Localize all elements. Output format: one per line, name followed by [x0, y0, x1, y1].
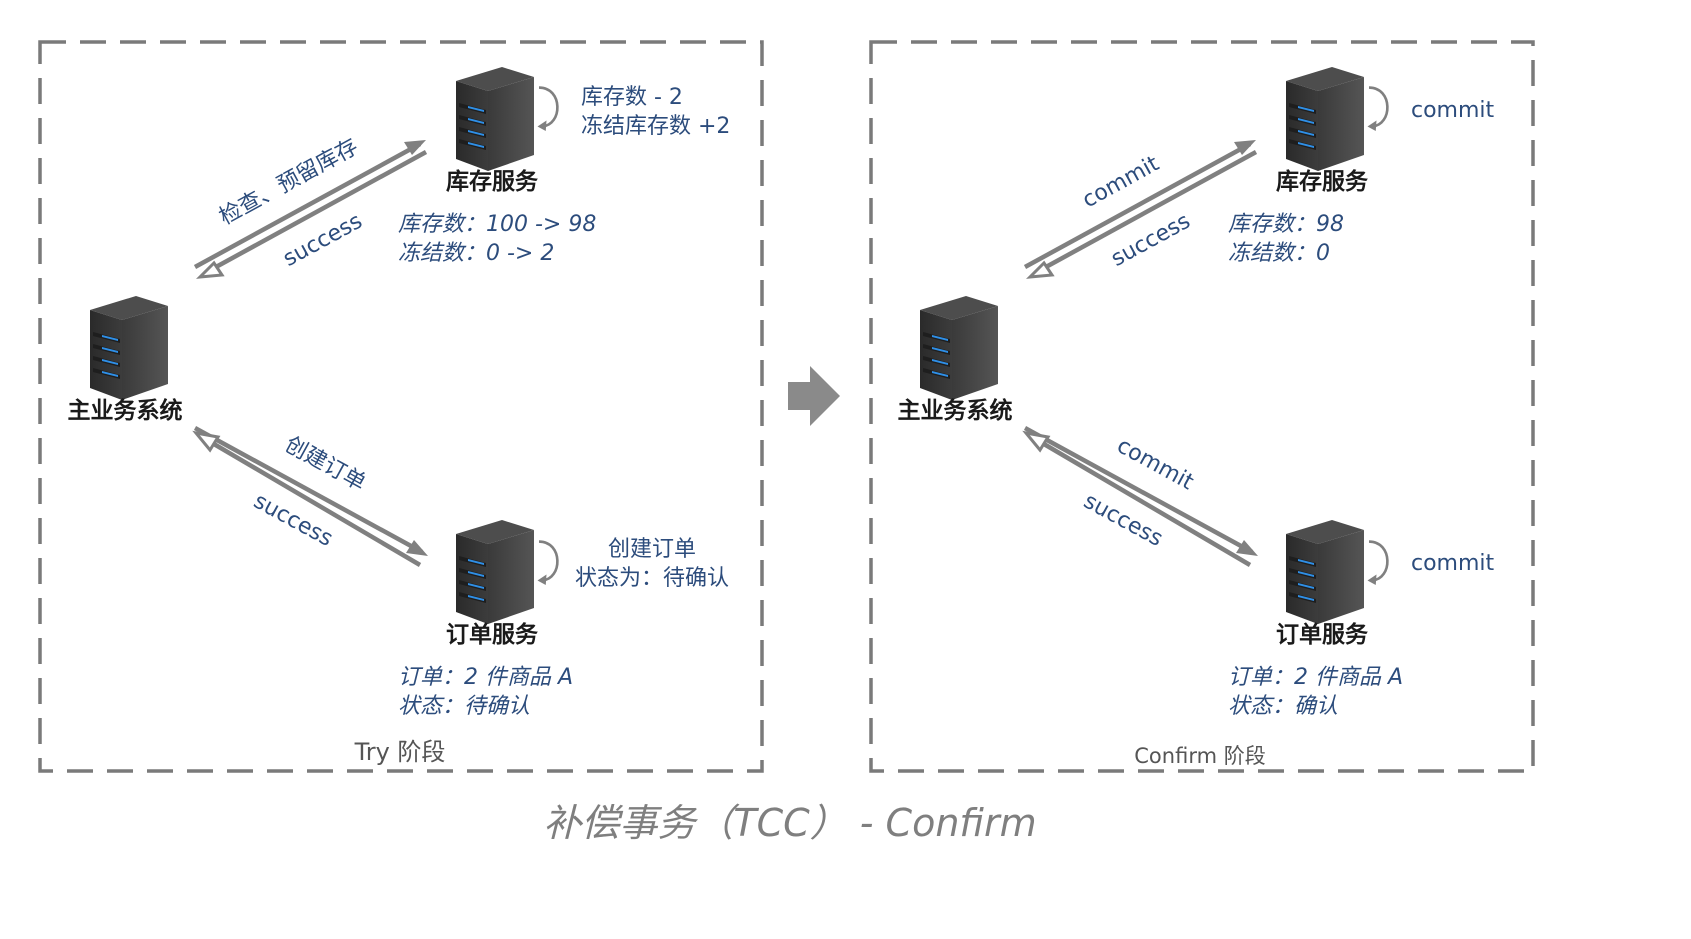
try-response-order-arrowhead [192, 430, 221, 453]
confirm-inventory-self-loop-icon [1366, 86, 1389, 133]
order-state-line1: 订单：2 件商品 A [398, 665, 573, 690]
confirm-inventory-state-line2: 冻结数：0 [1228, 241, 1330, 266]
main-system-server-icon [90, 296, 168, 400]
inventory-state-line1: 库存数：100 -> 98 [398, 212, 596, 237]
confirm-response-inventory-arrowhead [1026, 260, 1055, 279]
confirm-request-inventory-arrow [1023, 142, 1252, 269]
confirm-order-server-icon [1286, 520, 1364, 624]
inventory-state-line2: 冻结数：0 -> 2 [398, 241, 554, 266]
order-service-label: 订单服务 [446, 622, 539, 648]
confirm-request-inventory-label: commit [1078, 151, 1163, 213]
try-response-order-arrow [200, 435, 422, 567]
confirm-inventory-server-icon [1286, 67, 1364, 171]
main-system-label: 主业务系统 [68, 397, 183, 424]
inventory-server-icon [456, 67, 534, 171]
try-response-inventory-arrow [203, 150, 428, 275]
try-phase-label: Try 阶段 [354, 738, 446, 766]
confirm-inventory-service-label: 库存服务 [1276, 168, 1369, 195]
inventory-action-line1: 库存数 - 2 [581, 85, 683, 110]
confirm-response-inventory-label: success [1107, 209, 1194, 272]
try-request-inventory-arrowhead [404, 140, 426, 155]
confirm-order-state-line1: 订单：2 件商品 A [1228, 665, 1403, 690]
confirm-order-state-line2: 状态：确认 [1228, 694, 1338, 719]
confirm-request-order-arrow [1023, 426, 1254, 554]
confirm-request-inventory-arrowhead [1234, 140, 1256, 155]
order-action-line2: 状态为：待确认 [575, 566, 729, 591]
confirm-main-system-server-icon [920, 296, 998, 400]
confirm-phase-frame [869, 40, 1535, 773]
inventory-self-loop-icon [536, 86, 559, 133]
try-response-inventory-label: success [279, 209, 366, 272]
try-request-order-arrow [193, 426, 424, 554]
diagram-caption: 补偿事务（TCC） - Confirm [543, 801, 1036, 845]
try-response-inventory-arrowhead [196, 260, 225, 279]
confirm-response-order-arrowhead [1022, 430, 1051, 453]
confirm-phase-label: Confirm 阶段 [1134, 744, 1265, 768]
confirm-response-inventory-arrow [1033, 150, 1258, 275]
inventory-action-line2: 冻结库存数 +2 [581, 114, 730, 139]
phase-transition-arrow-icon [788, 366, 840, 426]
order-server-icon [456, 520, 534, 624]
confirm-order-self-loop-icon [1366, 540, 1389, 587]
confirm-request-order-arrowhead [1236, 540, 1258, 556]
order-self-loop-icon [536, 540, 559, 587]
confirm-request-order-label: commit [1113, 433, 1198, 495]
try-phase-frame [38, 40, 764, 773]
try-request-order-label: 创建订单 [281, 432, 370, 496]
inventory-service-label: 库存服务 [446, 168, 539, 195]
confirm-inventory-state-line1: 库存数：98 [1228, 212, 1344, 237]
order-action-line1: 创建订单 [608, 537, 696, 562]
confirm-order-action: commit [1411, 551, 1495, 576]
confirm-main-system-label: 主业务系统 [898, 397, 1013, 424]
try-request-order-arrowhead [406, 540, 428, 556]
confirm-inventory-action: commit [1411, 98, 1495, 123]
try-request-inventory-arrow [193, 142, 422, 269]
confirm-order-service-label: 订单服务 [1276, 622, 1369, 648]
order-state-line2: 状态：待确认 [398, 694, 530, 719]
confirm-response-order-arrow [1030, 435, 1252, 567]
